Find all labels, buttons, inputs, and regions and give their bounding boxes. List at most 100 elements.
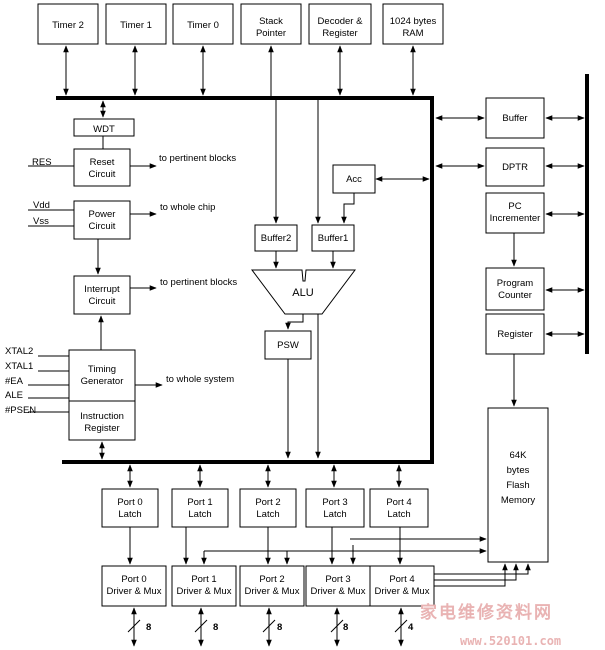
power-out-note: to whole chip	[160, 202, 215, 213]
register-right-block	[485, 313, 545, 355]
reset-out-note: to pertinent blocks	[159, 153, 236, 164]
interrupt-circuit-block	[73, 275, 131, 315]
prog-counter-label-2: Counter	[498, 290, 532, 301]
port0-drv-label-1: Port 0	[121, 574, 146, 585]
pc-inc-label-2: Incrementer	[490, 213, 541, 224]
stack-pointer-block	[240, 3, 302, 45]
power-circuit-block	[73, 200, 131, 240]
stack-pointer-label-2: Pointer	[256, 28, 286, 39]
bus-width-labels: 8 8 8 8 4	[146, 622, 414, 633]
flash-label-4: Memory	[501, 495, 536, 506]
connections	[28, 45, 585, 647]
ram-label-2: RAM	[402, 28, 423, 39]
dptr-label-1: DPTR	[502, 162, 528, 173]
buffer-right-block	[485, 97, 545, 139]
port4-width: 4	[408, 622, 414, 633]
port2-latch-block	[239, 488, 297, 528]
pc-incrementer-block	[485, 192, 545, 234]
reset-circuit-block	[73, 148, 131, 187]
flash-label-1: 64K	[510, 450, 528, 461]
port4-latch-block	[369, 488, 429, 528]
alu-label-1: ALU	[292, 287, 313, 299]
port3-drv-label-1: Port 3	[325, 574, 350, 585]
program-counter-block	[485, 267, 545, 311]
port4-latch-label-1: Port 4	[386, 497, 411, 508]
annotations: to pertinent blocks to whole chip to per…	[159, 153, 237, 385]
buffer1-block	[311, 224, 355, 252]
psw-label-1: PSW	[277, 340, 299, 351]
signal-labels: RES Vdd Vss XTAL2 XTAL1 #EA ALE #PSEN	[5, 157, 52, 416]
ea-signal: #EA	[5, 376, 24, 387]
ram-block	[382, 3, 444, 45]
buffer1-label-1: Buffer1	[318, 233, 348, 244]
interrupt-label-2: Circuit	[89, 296, 116, 307]
port0-width: 8	[146, 622, 151, 633]
timing-label-2: Generator	[81, 376, 124, 387]
decoder-label-2: Register	[322, 28, 357, 39]
decoder-register-block	[308, 3, 372, 45]
flash-label-3: Flash	[506, 480, 529, 491]
ale-signal: ALE	[5, 390, 23, 401]
port3-width: 8	[343, 622, 348, 633]
power-label-2: Circuit	[89, 221, 116, 232]
wdt-label-1: WDT	[93, 124, 115, 135]
wdt-block	[73, 118, 135, 137]
port0-latch-block	[101, 488, 159, 528]
flash-label-2: bytes	[507, 465, 530, 476]
dptr-block	[485, 147, 545, 187]
port2-width: 8	[277, 622, 282, 633]
port1-latch-label-2: Latch	[188, 509, 211, 520]
port3-latch-block	[305, 488, 365, 528]
timer0-block	[172, 3, 234, 45]
interrupt-label-1: Interrupt	[84, 284, 120, 295]
port3-driver-block	[305, 565, 371, 607]
watermark-cn: 家电维修资料网	[420, 602, 553, 623]
watermark-url: www.520101.com	[460, 634, 561, 648]
watermark: 家电维修资料网 www.520101.com	[420, 602, 561, 648]
vss-signal: Vss	[33, 216, 49, 227]
instr-reg-label-2: Register	[84, 423, 119, 434]
psw-block	[264, 330, 312, 360]
port1-latch-block	[171, 488, 229, 528]
internal-bus	[56, 74, 589, 464]
xtal2-signal: XTAL2	[5, 346, 33, 357]
reset-label-1: Reset	[90, 157, 115, 168]
psen-signal: #PSEN	[5, 405, 36, 416]
port2-latch-label-1: Port 2	[255, 497, 280, 508]
pc-inc-label-1: PC	[508, 201, 521, 212]
timer0-label-1: Timer 0	[187, 20, 219, 31]
timing-label-1: Timing	[88, 364, 116, 375]
reset-label-2: Circuit	[89, 169, 116, 180]
buffer-r-label-1: Buffer	[502, 113, 527, 124]
timing-out-note: to whole system	[166, 374, 234, 385]
port2-drv-label-1: Port 2	[259, 574, 284, 585]
port2-driver-block	[239, 565, 305, 607]
prog-counter-label-1: Program	[497, 278, 534, 289]
port2-drv-label-2: Driver & Mux	[245, 586, 300, 597]
power-label-1: Power	[89, 209, 116, 220]
timing-generator-block	[68, 349, 136, 441]
vdd-signal: Vdd	[33, 200, 50, 211]
alu-block	[251, 269, 356, 315]
flash-memory-block	[487, 407, 549, 563]
port0-drv-label-2: Driver & Mux	[107, 586, 162, 597]
port4-latch-label-2: Latch	[387, 509, 410, 520]
acc-label-1: Acc	[346, 174, 362, 185]
port1-width: 8	[213, 622, 218, 633]
timer2-label-1: Timer 2	[52, 20, 84, 31]
ram-label-1: 1024 bytes	[390, 16, 437, 27]
interrupt-out-note: to pertinent blocks	[160, 277, 237, 288]
port1-driver-block	[171, 565, 237, 607]
port3-latch-label-2: Latch	[323, 509, 346, 520]
res-signal: RES	[32, 157, 52, 168]
buffer2-label-1: Buffer2	[261, 233, 291, 244]
port0-latch-label-2: Latch	[118, 509, 141, 520]
instr-reg-label-1: Instruction	[80, 411, 124, 422]
stack-pointer-label-1: Stack	[259, 16, 283, 27]
port1-drv-label-2: Driver & Mux	[177, 586, 232, 597]
port3-drv-label-2: Driver & Mux	[311, 586, 366, 597]
timer2-block	[37, 3, 99, 45]
port1-drv-label-1: Port 1	[191, 574, 216, 585]
